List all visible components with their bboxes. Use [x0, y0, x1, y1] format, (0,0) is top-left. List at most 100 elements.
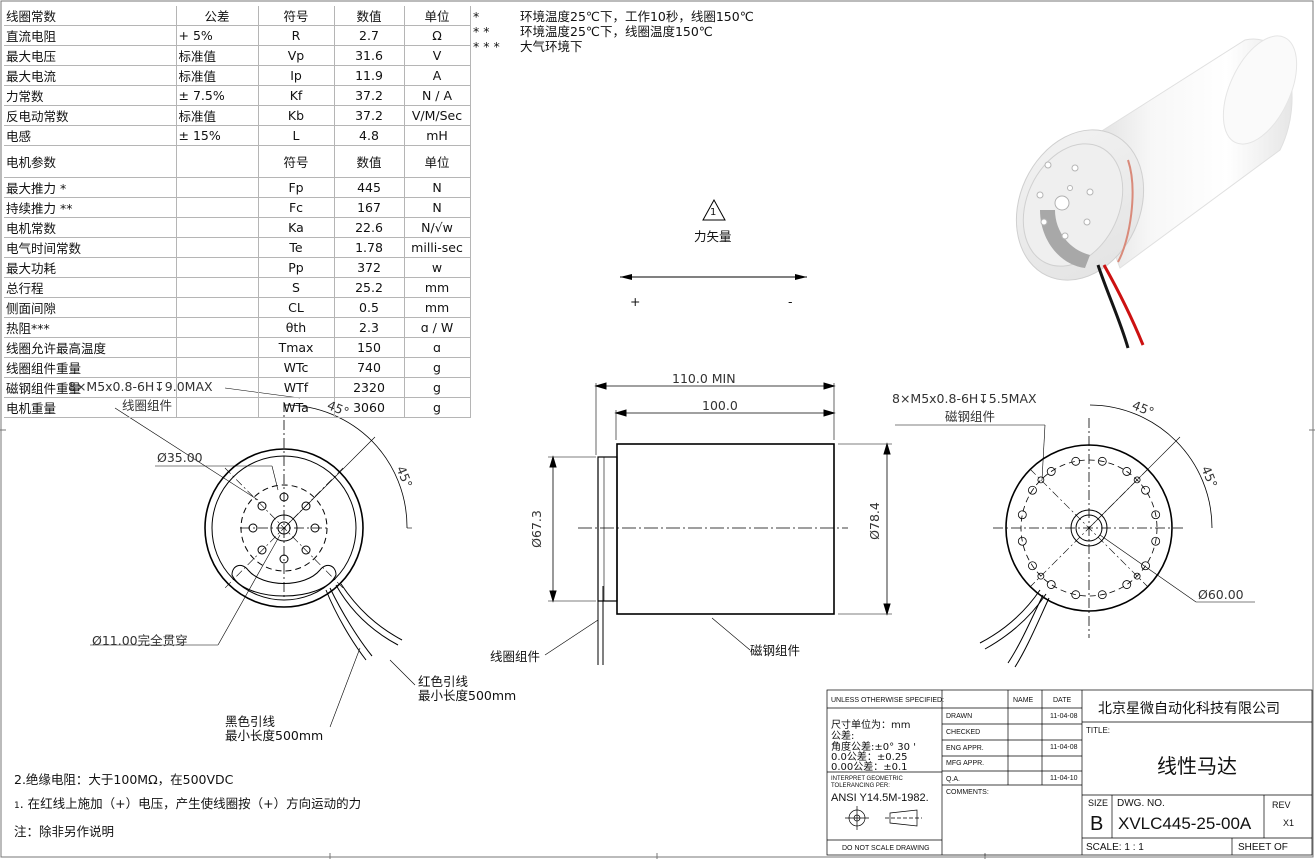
tb-row-qa: Q.A. — [946, 776, 961, 783]
note-1: 1. 在红线上施加（+）电压，产生使线圈按（+）方向运动的力 — [14, 797, 361, 813]
table-cell: Vp — [258, 45, 335, 66]
table-cell: A — [404, 65, 471, 86]
magnet-hole — [1151, 510, 1161, 520]
table-cell: Ω — [404, 25, 471, 46]
table-header-cell: 电机参数 — [4, 145, 177, 178]
table-cell: N — [404, 177, 471, 198]
right-assembly-label: 磁钢组件 — [945, 409, 996, 424]
side-dim-total: 110.0 MIN — [672, 371, 736, 386]
table-cell: 1.78 — [334, 237, 405, 258]
table-header-cell: 数值 — [334, 6, 405, 26]
table-cell: 31.6 — [334, 45, 405, 66]
tb-dwg-label: DWG. NO. — [1117, 798, 1165, 809]
table-cell: mH — [404, 125, 471, 146]
tb-tolerance-2: 0.00公差：±0.1 — [831, 762, 908, 773]
tb-scale: SCALE: 1 : 1 — [1086, 842, 1144, 853]
table-cell: Te — [258, 237, 335, 258]
table-cell: Fp — [258, 177, 335, 198]
magnet-hole — [1097, 590, 1107, 600]
table-cell: 最大推力 * — [4, 177, 177, 198]
table-header-cell: 符号 — [258, 6, 335, 26]
tb-company: 北京星微自动化科技有限公司 — [1098, 701, 1280, 717]
table-cell: + 5% — [176, 25, 259, 46]
note-text-2: 环境温度25℃下，线圈温度150℃ — [520, 24, 713, 39]
note-text-3: 大气环境下 — [520, 39, 583, 54]
table-header-cell: 单位 — [404, 145, 471, 178]
tb-rev-label: REV — [1272, 800, 1291, 810]
table-header-cell: 公差 — [176, 6, 259, 26]
magnet-hole — [1017, 510, 1027, 520]
table-cell: 电机常数 — [4, 217, 177, 238]
table-cell: 直流电阻 — [4, 25, 177, 46]
tb-row-drawn-date: 11-04-08 — [1050, 713, 1078, 720]
table-cell: 最大功耗 — [4, 257, 177, 278]
table-cell: 线圈组件重量 — [4, 357, 177, 378]
magnet-hole — [1122, 580, 1132, 589]
table-cell: V/M/Sec — [404, 105, 471, 126]
mount-hole — [1037, 572, 1045, 580]
tb-row-eng: ENG APPR. — [946, 745, 984, 752]
force-symbol: 1 — [710, 207, 717, 218]
table-cell: 最大电压 — [4, 45, 177, 66]
table-cell: Fc — [258, 197, 335, 218]
table-cell: 总行程 — [4, 277, 177, 298]
magnet-hole — [1017, 536, 1027, 546]
table-cell: 电感 — [4, 125, 177, 146]
table-cell: 740 — [334, 357, 405, 378]
magnet-hole — [1028, 485, 1037, 495]
table-cell: 线圈允许最高温度 — [4, 337, 177, 358]
magnet-hole — [1097, 456, 1107, 466]
tb-unless: UNLESS OTHERWISE SPECIFIED: — [831, 697, 945, 704]
tb-interpret: INTERPRET GEOMETRIC — [831, 776, 903, 782]
table-cell: CL — [258, 297, 335, 318]
tb-tolerancing: TOLERANCING PER: — [831, 783, 890, 789]
table-cell: 标准值 — [176, 105, 259, 126]
magnet-hole — [1071, 590, 1081, 600]
table-cell — [176, 317, 259, 338]
tb-ansi: ANSI Y14.5M-1982. — [831, 792, 929, 804]
table-cell — [176, 297, 259, 318]
tb-tolerance-header: 公差: — [831, 731, 855, 742]
table-cell — [176, 237, 259, 258]
note-mark-2: * * — [473, 24, 490, 39]
table-cell: g — [404, 357, 471, 378]
table-cell — [176, 337, 259, 358]
side-dia-small: Ø67.3 — [528, 510, 544, 548]
table-cell: 电气时间常数 — [4, 237, 177, 258]
table-header-cell: 数值 — [334, 145, 405, 178]
table-cell: S — [258, 277, 335, 298]
table-cell: 2.3 — [334, 317, 405, 338]
note-mark-1: * — [473, 9, 480, 24]
table-cell: 磁钢组件重量 — [4, 377, 177, 398]
force-vector-arrow — [620, 198, 807, 280]
table-cell: Kf — [258, 85, 335, 106]
right-diameter-60: Ø60.00 — [1198, 587, 1244, 602]
tb-title-label: TITLE: — [1086, 726, 1111, 735]
mount-hole — [1133, 572, 1141, 580]
tb-name-header: NAME — [1013, 697, 1034, 704]
black-wire-length: 最小长度500mm — [225, 728, 324, 743]
table-cell: N — [404, 197, 471, 218]
table-cell: mm — [404, 297, 471, 318]
tb-sheet: SHEET OF — [1238, 842, 1288, 853]
table-cell — [176, 257, 259, 278]
table-cell: 0.5 — [334, 297, 405, 318]
red-wire-label: 红色引线 — [418, 674, 469, 689]
tb-row-drawn: DRAWN — [946, 713, 973, 720]
table-cell: Ka — [258, 217, 335, 238]
general-note: 注：除非另作说明 — [14, 824, 115, 839]
force-plus: + — [630, 294, 641, 309]
table-cell: 侧面间隙 — [4, 297, 177, 318]
black-wire-label: 黑色引线 — [225, 714, 276, 729]
table-cell: Kb — [258, 105, 335, 126]
table-cell — [176, 377, 259, 398]
title-block-lines — [826, 689, 1313, 856]
side-coil-label: 线圈组件 — [490, 649, 541, 664]
